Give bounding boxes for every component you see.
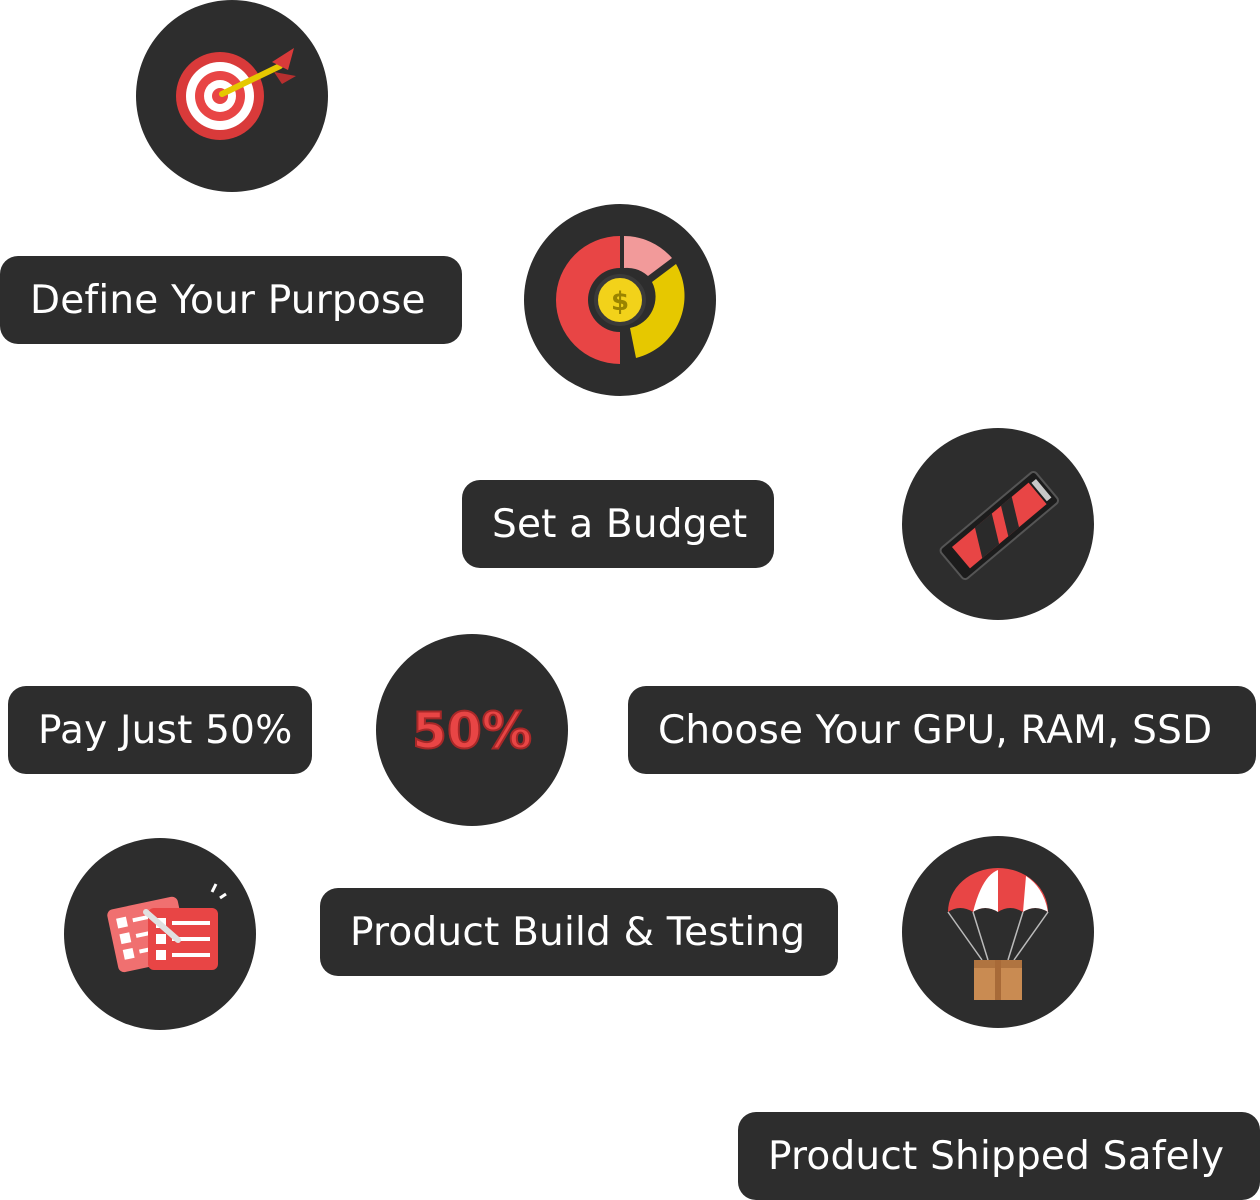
step-6-label: Product Shipped Safely <box>738 1112 1260 1200</box>
step-4-label: Pay Just 50% <box>8 686 312 774</box>
budget-pie-chart-icon: $ <box>556 236 685 364</box>
step-2-label: Set a Budget <box>462 480 774 568</box>
step-2-icon-circle: $ <box>524 204 716 396</box>
step-5-label: Product Build & Testing <box>320 888 838 976</box>
step-1-icon-circle <box>136 0 328 192</box>
checklist-icon <box>107 883 227 973</box>
svg-text:$: $ <box>611 287 629 317</box>
step-5-icon-circle <box>64 838 256 1030</box>
step-4-icon-circle: 50% <box>376 634 568 826</box>
fifty-percent-icon: 50% <box>411 701 533 761</box>
step-3-label: Choose Your GPU, RAM, SSD <box>628 686 1256 774</box>
target-dart-icon <box>176 48 296 140</box>
fifty-percent-text: 50% <box>412 702 532 760</box>
step-3-icon-circle <box>902 428 1094 620</box>
step-6-icon-circle <box>902 836 1094 1028</box>
parachute-box-icon <box>947 868 1049 1000</box>
ssd-drive-icon <box>939 470 1060 581</box>
step-1-label: Define Your Purpose <box>0 256 462 344</box>
